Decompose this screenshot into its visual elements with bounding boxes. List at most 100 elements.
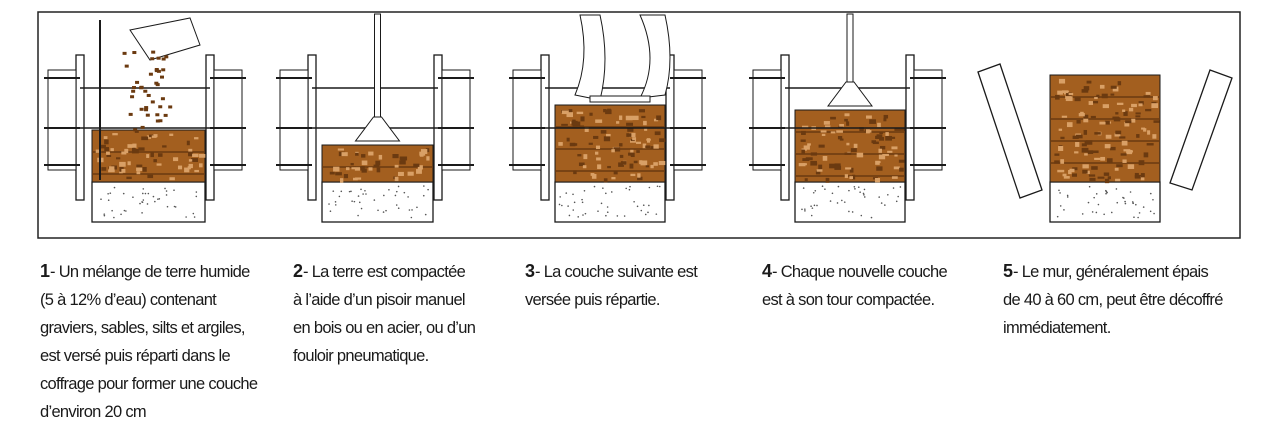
gravel xyxy=(1082,169,1088,174)
falling-earth xyxy=(158,105,163,109)
footing-speck xyxy=(329,210,332,212)
falling-earth xyxy=(124,64,129,68)
gravel xyxy=(1081,89,1089,93)
gravel xyxy=(335,172,342,176)
gravel xyxy=(1099,121,1106,125)
gravel xyxy=(885,135,893,141)
gravel xyxy=(596,157,601,161)
falling-earth xyxy=(161,68,166,72)
footing-speck xyxy=(1058,189,1060,192)
gravel xyxy=(603,108,607,113)
gravel xyxy=(798,163,806,167)
gravel xyxy=(1062,173,1067,177)
gravel xyxy=(1100,156,1106,161)
footing-speck xyxy=(142,199,145,201)
footing-speck xyxy=(892,187,895,189)
gravel xyxy=(136,171,141,175)
footing-speck xyxy=(565,192,568,194)
footing-speck xyxy=(142,188,145,190)
gravel xyxy=(116,157,121,160)
footing-speck xyxy=(1056,215,1059,218)
gravel xyxy=(127,161,131,166)
gravel xyxy=(834,165,842,170)
footing-speck xyxy=(328,203,330,205)
gravel xyxy=(591,173,597,179)
gravel xyxy=(1057,90,1063,95)
footing-speck xyxy=(165,194,168,196)
footing-speck xyxy=(862,192,865,195)
gravel xyxy=(823,121,830,125)
gravel xyxy=(1114,133,1121,137)
step-number: 1 xyxy=(40,261,51,281)
gravel xyxy=(1081,147,1089,153)
footing-speck xyxy=(648,186,651,189)
footing-speck xyxy=(810,214,813,217)
footing-speck xyxy=(109,192,112,194)
footing-speck xyxy=(1103,213,1105,216)
footing-speck xyxy=(860,214,863,217)
gravel xyxy=(1054,153,1060,156)
footing-speck xyxy=(658,185,661,188)
gravel xyxy=(397,171,404,177)
gravel xyxy=(878,154,886,160)
gravel xyxy=(637,173,641,178)
footing-speck xyxy=(193,216,196,218)
gravel xyxy=(576,111,584,115)
footing-speck xyxy=(1063,209,1065,211)
gravel xyxy=(876,166,883,171)
footing-speck xyxy=(629,185,631,188)
falling-earth xyxy=(154,81,159,85)
bucket xyxy=(129,17,201,61)
gravel xyxy=(1055,94,1060,100)
footing-speck xyxy=(185,216,187,218)
caption-line: - Un mélange de terre humide xyxy=(50,263,250,281)
gravel xyxy=(1088,101,1094,105)
gravel xyxy=(1081,143,1087,147)
gravel xyxy=(1061,115,1068,118)
gravel xyxy=(600,130,607,134)
falling-earth xyxy=(139,107,144,111)
gravel xyxy=(859,127,864,132)
rammer-handle xyxy=(374,13,381,120)
gravel xyxy=(1091,150,1099,154)
gravel xyxy=(802,158,810,162)
footing-speck xyxy=(628,188,631,191)
gravel xyxy=(1072,167,1078,171)
gravel xyxy=(138,147,145,151)
footing-speck xyxy=(1124,202,1127,205)
gravel xyxy=(1104,120,1110,125)
gravel xyxy=(571,120,578,126)
gravel xyxy=(413,163,420,167)
gravel xyxy=(1110,93,1115,96)
footing-speck xyxy=(600,202,603,205)
gravel xyxy=(1083,114,1089,119)
gravel xyxy=(1057,169,1065,173)
footing-speck xyxy=(394,194,397,197)
gravel xyxy=(803,145,810,150)
gravel xyxy=(1104,144,1111,149)
footing-speck xyxy=(561,204,563,207)
footing-speck xyxy=(870,216,873,219)
footing-speck xyxy=(895,200,898,203)
footing-speck xyxy=(141,212,143,214)
gravel xyxy=(101,167,107,171)
footing-speck xyxy=(362,193,364,195)
gravel xyxy=(173,157,179,162)
gravel xyxy=(1125,120,1132,124)
gravel xyxy=(1115,178,1121,182)
gravel xyxy=(399,156,407,160)
gravel xyxy=(566,137,570,142)
gravel xyxy=(420,149,428,154)
gravel xyxy=(1143,152,1149,158)
gravel xyxy=(578,162,585,167)
gravel xyxy=(597,164,602,170)
gravel xyxy=(836,130,843,133)
gravel xyxy=(158,153,163,157)
step-number: 4 xyxy=(762,261,773,281)
falling-earth xyxy=(150,57,155,61)
footing-speck xyxy=(332,190,335,192)
gravel xyxy=(1140,176,1145,181)
spreading-tool xyxy=(589,95,651,103)
gravel xyxy=(894,128,901,131)
